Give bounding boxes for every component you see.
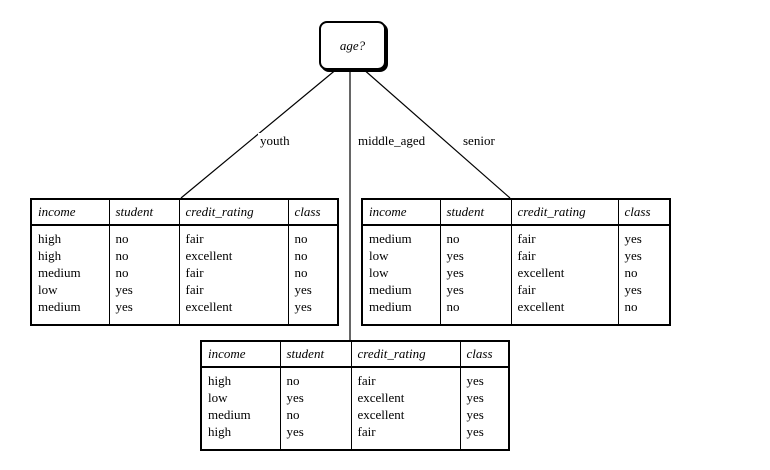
edge-senior: [361, 67, 511, 199]
column-header-class: class: [617, 200, 669, 226]
table-cell: no: [286, 373, 300, 388]
table-cell: medium: [369, 299, 412, 314]
column-header-credit-rating: credit_rating: [510, 200, 618, 226]
branch-label-middle-aged: middle_aged: [356, 133, 428, 148]
table-cell: medium: [38, 299, 81, 314]
table-cell: excellent: [185, 299, 233, 314]
table-cell: no: [294, 248, 308, 263]
credit-rating-column-cells: fair excellent fair fair excellent: [178, 225, 288, 324]
root-node-age: age?: [319, 21, 386, 70]
column-header-credit-rating: credit_rating: [178, 200, 288, 226]
branch-label-youth: youth: [258, 133, 292, 148]
table-cell: excellent: [517, 265, 565, 280]
table-cell: fair: [357, 424, 376, 439]
table-cell: yes: [446, 265, 464, 280]
income-column-cells: high high medium low medium: [32, 225, 109, 324]
student-column-cells: no yes no yes: [279, 367, 351, 449]
column-header-credit-rating: credit_rating: [350, 342, 460, 368]
table-cell: excellent: [185, 248, 233, 263]
table-cell: yes: [466, 407, 484, 422]
table-row: high high medium low medium no no no yes yes fai…: [32, 225, 337, 324]
student-column-cells: no yes yes yes no: [439, 225, 511, 324]
column-header-class: class: [287, 200, 337, 226]
table-cell: no: [115, 231, 129, 246]
table-cell: yes: [624, 282, 642, 297]
table-cell: no: [294, 265, 308, 280]
credit-rating-column-cells: fair fair excellent fair excellent: [510, 225, 618, 324]
table-cell: yes: [294, 282, 312, 297]
table-cell: no: [446, 299, 460, 314]
table-cell: yes: [115, 299, 133, 314]
table-cell: yes: [446, 282, 464, 297]
table-cell: no: [294, 231, 308, 246]
partition-table-senior: income student credit_rating class mediu…: [361, 198, 671, 326]
table-cell: fair: [185, 265, 204, 280]
table-cell: no: [286, 407, 300, 422]
column-header-class: class: [459, 342, 508, 368]
credit-rating-column-cells: fair excellent excellent fair: [350, 367, 460, 449]
table-cell: yes: [624, 231, 642, 246]
column-header-student: student: [108, 200, 179, 226]
table-cell: yes: [294, 299, 312, 314]
class-column-cells: no no no yes yes: [287, 225, 337, 324]
table-cell: fair: [517, 282, 536, 297]
table-cell: yes: [115, 282, 133, 297]
table-cell: fair: [357, 373, 376, 388]
table-cell: medium: [369, 231, 412, 246]
table-row: medium low low medium medium no yes yes yes no f…: [363, 225, 669, 324]
table-cell: medium: [208, 407, 251, 422]
table-cell: high: [208, 424, 232, 439]
table-cell: yes: [286, 424, 304, 439]
table-cell: yes: [286, 390, 304, 405]
income-column-cells: medium low low medium medium: [363, 225, 440, 324]
table-cell: high: [38, 248, 62, 263]
column-header-income: income: [363, 200, 440, 226]
column-header-income: income: [32, 200, 109, 226]
table-cell: yes: [466, 424, 484, 439]
table-cell: high: [38, 231, 62, 246]
class-column-cells: yes yes no yes no: [617, 225, 669, 324]
table-cell: yes: [624, 248, 642, 263]
table-cell: medium: [38, 265, 81, 280]
table-cell: fair: [185, 282, 204, 297]
table-cell: medium: [369, 282, 412, 297]
table-cell: no: [624, 265, 638, 280]
table-cell: no: [624, 299, 638, 314]
table-cell: low: [369, 265, 389, 280]
root-node-label: age?: [339, 37, 366, 53]
table-cell: yes: [466, 373, 484, 388]
table-row: high low medium high no yes no yes fair excelle…: [202, 367, 508, 449]
table-cell: fair: [517, 231, 536, 246]
table-cell: fair: [185, 231, 204, 246]
table-cell: excellent: [357, 407, 405, 422]
column-header-student: student: [279, 342, 351, 368]
table-cell: no: [446, 231, 460, 246]
table-cell: no: [115, 265, 129, 280]
table-cell: high: [208, 373, 232, 388]
table-cell: yes: [446, 248, 464, 263]
table-cell: excellent: [357, 390, 405, 405]
table-cell: low: [208, 390, 228, 405]
table-cell: fair: [517, 248, 536, 263]
branch-label-senior: senior: [461, 133, 497, 148]
table-cell: low: [369, 248, 389, 263]
table-cell: low: [38, 282, 58, 297]
class-column-cells: yes yes yes yes: [459, 367, 508, 449]
column-header-student: student: [439, 200, 511, 226]
table-cell: yes: [466, 390, 484, 405]
partition-table-middle-aged: income student credit_rating class high l…: [200, 340, 510, 451]
table-cell: excellent: [517, 299, 565, 314]
table-cell: no: [115, 248, 129, 263]
column-header-income: income: [202, 342, 280, 368]
income-column-cells: high low medium high: [202, 367, 280, 449]
student-column-cells: no no no yes yes: [108, 225, 179, 324]
